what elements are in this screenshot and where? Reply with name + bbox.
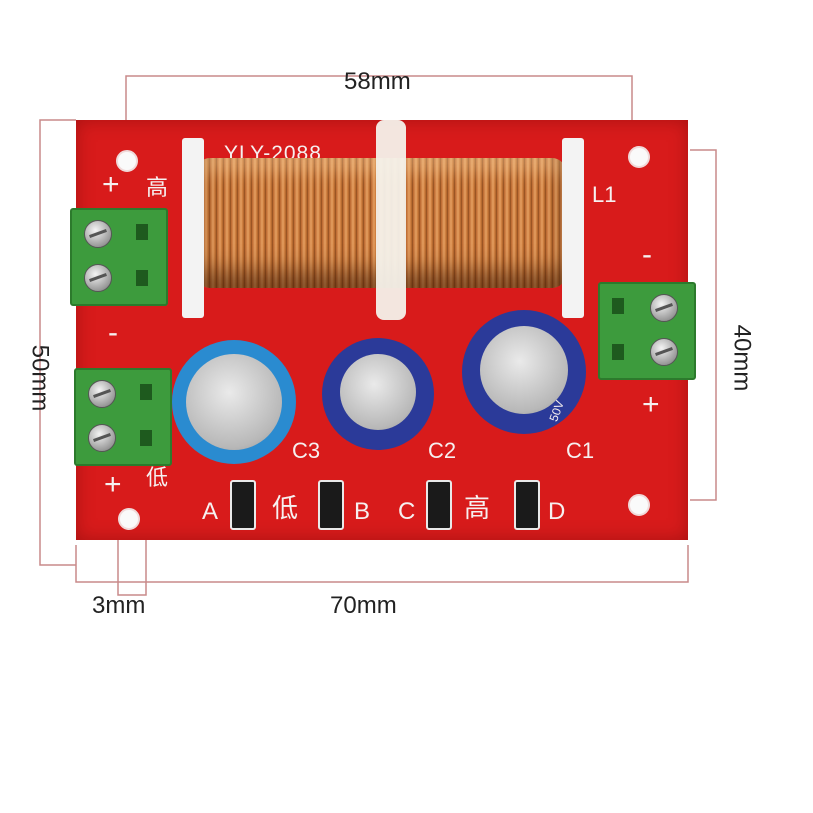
jumper-low-label: 低 <box>272 493 299 523</box>
dim-right-label: 40mm <box>728 324 756 392</box>
dim-top-label: 58mm <box>344 68 411 95</box>
coil-bobbin-left <box>182 138 204 318</box>
cap-label-c1: C1 <box>566 438 595 463</box>
wire-slot <box>140 430 152 446</box>
mount-hole-top-right <box>628 146 650 168</box>
capacitor-c2 <box>322 338 434 450</box>
cable-tie <box>376 120 406 320</box>
high-label-top: 高 <box>146 175 169 200</box>
dim-bottom-label: 70mm <box>330 592 397 619</box>
terminal-low-out <box>74 368 172 466</box>
cap-label-c2: C2 <box>428 438 457 463</box>
dim-hole-label: 3mm <box>92 592 146 619</box>
mount-hole-bottom-right <box>628 494 650 516</box>
wire-slot <box>612 298 624 314</box>
wire-slot <box>612 344 624 360</box>
coil-bobbin-right <box>562 138 584 318</box>
input-minus-label: - <box>642 238 652 271</box>
screw-icon <box>88 424 116 452</box>
terminal-high-out <box>70 208 168 306</box>
jumper-high-label: 高 <box>464 493 491 523</box>
capacitor-c3 <box>172 340 296 464</box>
screw-icon <box>84 220 112 248</box>
screw-icon <box>88 380 116 408</box>
low-label-side: 低 <box>146 465 169 490</box>
jumper-label-d: D <box>548 498 566 525</box>
screw-icon <box>84 264 112 292</box>
jumper-label-a: A <box>202 498 219 525</box>
screw-icon <box>650 338 678 366</box>
high-plus-label: + <box>102 168 120 201</box>
mount-hole-bottom-left <box>118 508 140 530</box>
wire-slot <box>136 224 148 240</box>
jumper-bb <box>318 480 344 530</box>
jumper-label-c: C <box>398 498 416 525</box>
screw-icon <box>650 294 678 322</box>
mount-hole-top-left <box>116 150 138 172</box>
inductor-label: L1 <box>592 182 617 207</box>
low-plus-label: + <box>104 468 122 501</box>
crossover-pcb: YLY-2088 L1 高 + - + 低 - + 50V C3 <box>70 120 696 540</box>
wire-slot <box>140 384 152 400</box>
jumper-cc <box>426 480 452 530</box>
capacitor-c1: 50V <box>462 310 586 434</box>
input-plus-label: + <box>642 388 660 421</box>
jumper-ab <box>230 480 256 530</box>
dim-left-label: 50mm <box>26 344 54 412</box>
jumper-dd <box>514 480 540 530</box>
cap-label-c3: C3 <box>292 438 321 463</box>
wire-slot <box>136 270 148 286</box>
high-minus-label: - <box>108 316 118 349</box>
terminal-input <box>598 282 696 380</box>
jumper-label-b: B <box>354 498 371 525</box>
